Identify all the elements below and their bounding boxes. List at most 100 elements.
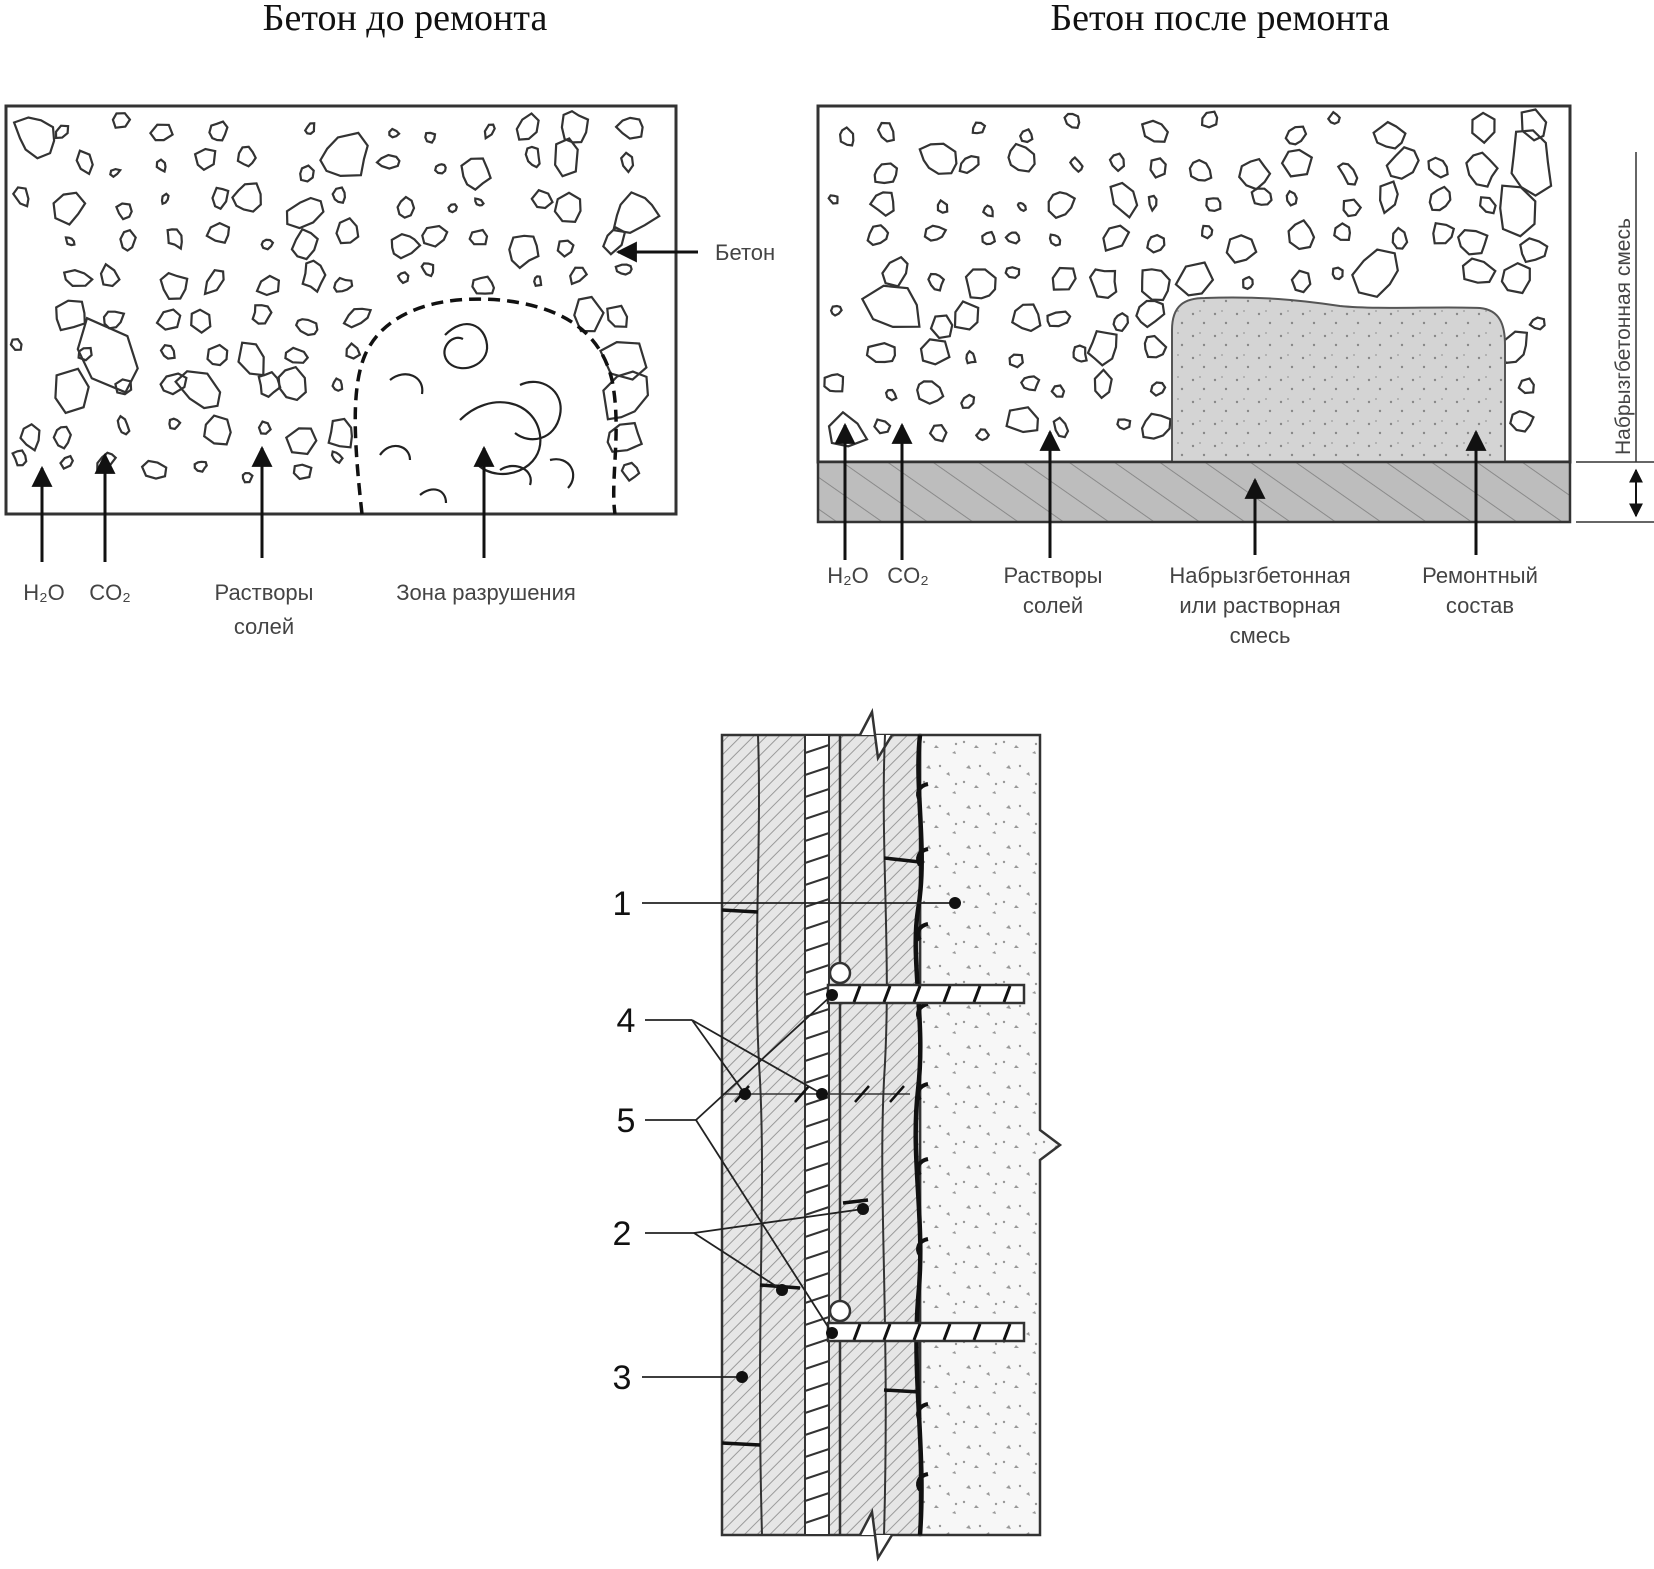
aggregate-stone bbox=[1510, 129, 1553, 197]
aggregate-stone bbox=[193, 147, 217, 172]
aggregate-stone bbox=[1140, 268, 1171, 302]
aggregate-stone bbox=[964, 268, 997, 300]
ladder-rung bbox=[804, 1382, 830, 1392]
aggregate-stone bbox=[1188, 158, 1213, 182]
label-salts-line2: солей bbox=[234, 614, 294, 639]
aggregate-stone bbox=[1351, 248, 1399, 299]
aggregate-stone bbox=[1050, 384, 1066, 398]
aggregate-stone bbox=[865, 342, 897, 364]
wall-section: 1 4 5 2 3 bbox=[613, 707, 1063, 1562]
label-repair-line2: состав bbox=[1446, 593, 1514, 618]
aggregate-stone bbox=[421, 224, 449, 248]
callout-leaders bbox=[642, 902, 955, 1378]
aggregate-stone bbox=[345, 341, 362, 360]
callout-2: 2 bbox=[613, 1215, 632, 1253]
aggregate-stone bbox=[203, 269, 225, 296]
aggregate-stone bbox=[55, 299, 86, 332]
aggregate-stone bbox=[396, 271, 410, 285]
aggregate-stone bbox=[241, 471, 254, 484]
aggregate-stone bbox=[255, 274, 281, 297]
aggregate-stone bbox=[919, 338, 951, 366]
repair-compound bbox=[1171, 296, 1506, 463]
aggregate-stone bbox=[160, 192, 170, 206]
aggregate-stone bbox=[483, 123, 496, 141]
aggregate-stone bbox=[1391, 226, 1409, 250]
aggregate-stone bbox=[866, 224, 890, 247]
label-h2o: H₂O bbox=[23, 580, 65, 605]
aggregate-stone bbox=[19, 422, 41, 452]
aggregate-stone bbox=[1046, 310, 1072, 328]
ladder-rung bbox=[804, 1492, 830, 1502]
aggregate-stone bbox=[52, 425, 73, 450]
aggregate-stone bbox=[1140, 119, 1170, 143]
ladder-rung bbox=[804, 810, 830, 820]
masonry-seams bbox=[755, 734, 888, 1536]
aggregate-stone bbox=[1200, 224, 1214, 240]
aggregate-stone bbox=[11, 186, 30, 208]
aggregate-stone bbox=[1063, 112, 1081, 129]
aggregate-stone bbox=[929, 314, 954, 340]
ladder-rung bbox=[804, 1030, 830, 1040]
aggregate-stone bbox=[1432, 221, 1456, 245]
aggregate-stone bbox=[471, 275, 496, 295]
aggregate-stone bbox=[873, 162, 899, 185]
damage-cracks bbox=[379, 323, 575, 504]
label-shotcrete-line1: Набрызгбетонная bbox=[1169, 563, 1350, 588]
ladder-rung bbox=[804, 1426, 830, 1436]
aggregate-stone bbox=[573, 295, 605, 333]
aggregate-stone bbox=[1237, 157, 1272, 191]
aggregate-stone bbox=[190, 308, 212, 334]
aggregate-stone bbox=[1004, 231, 1021, 245]
aggregate-stone bbox=[1068, 155, 1084, 174]
aggregate-stone bbox=[174, 370, 222, 410]
aggregate-stone bbox=[155, 158, 167, 174]
aggregate-stone bbox=[1051, 266, 1077, 291]
aggregate-stone bbox=[1047, 191, 1077, 220]
aggregate-stone bbox=[284, 346, 310, 364]
aggregate-stone bbox=[1007, 142, 1036, 173]
aggregate-stone bbox=[974, 428, 991, 442]
aggregate-stone bbox=[1285, 189, 1298, 207]
ladder-rung bbox=[804, 1514, 830, 1524]
aggregate-stone bbox=[614, 263, 633, 276]
aggregate-stone bbox=[1428, 185, 1452, 212]
label-shotcrete-vertical: Набрызгбетонная смесь bbox=[1612, 218, 1635, 455]
aggregate-stone bbox=[1146, 233, 1166, 254]
aggregate-stone bbox=[236, 145, 257, 168]
label-h2o: H₂O bbox=[827, 563, 869, 588]
ladder-rung bbox=[804, 1250, 830, 1260]
ladder-rung bbox=[804, 920, 830, 930]
aggregate-stone bbox=[390, 233, 422, 260]
aggregate-stone bbox=[928, 423, 948, 443]
aggregate-stone bbox=[260, 238, 275, 251]
aggregate-stone bbox=[614, 116, 644, 140]
aggregate-stone bbox=[1378, 180, 1399, 215]
aggregate-stone bbox=[155, 308, 182, 331]
ladder-rung bbox=[804, 1316, 830, 1326]
aggregate-stone bbox=[508, 234, 540, 270]
aggregate-stone bbox=[116, 414, 131, 436]
aggregate-stone bbox=[159, 271, 189, 301]
ladder-rung bbox=[804, 1470, 830, 1480]
aggregate-stone bbox=[1500, 261, 1531, 295]
aggregate-stone bbox=[9, 338, 23, 352]
aggregate-stone bbox=[981, 230, 997, 246]
ladder-rung bbox=[804, 854, 830, 864]
damage-zone-boundary bbox=[353, 297, 618, 515]
aggregate-stone bbox=[257, 420, 272, 435]
aggregate-stone bbox=[193, 460, 208, 473]
aggregate-stone bbox=[75, 149, 94, 176]
aggregate-stone bbox=[1342, 198, 1363, 218]
aggregate-stone bbox=[277, 365, 307, 402]
aggregate-stone bbox=[1520, 108, 1548, 142]
aggregate-stone bbox=[958, 155, 980, 175]
aggregate-stone bbox=[1004, 266, 1021, 279]
aggregate-stone bbox=[420, 262, 435, 278]
aggregate-stone bbox=[299, 164, 315, 183]
aggregate-stone bbox=[884, 388, 898, 402]
aggregate-stone bbox=[168, 417, 182, 431]
aggregate-stone bbox=[1331, 266, 1344, 281]
aggregate-stone bbox=[1519, 237, 1549, 264]
anchor-hook bbox=[916, 1002, 929, 1022]
aggregate-stone bbox=[1287, 219, 1316, 251]
